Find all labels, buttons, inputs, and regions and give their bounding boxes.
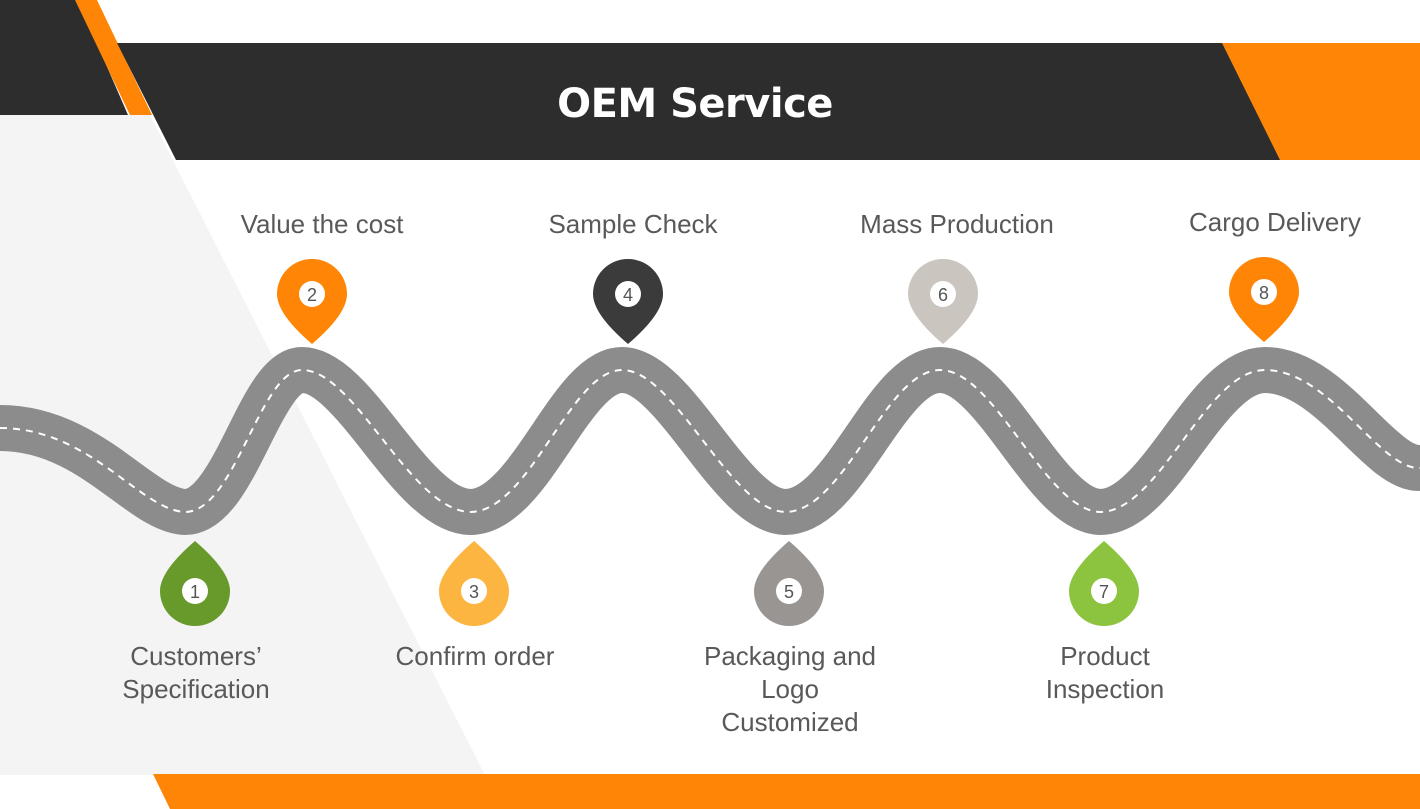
step-number-6: 6 [938, 285, 948, 305]
step-number-2: 2 [307, 285, 317, 305]
title-banner [117, 43, 1282, 160]
step-pin-3-badge [461, 578, 487, 604]
step-number-4: 4 [623, 285, 633, 305]
step-number-8: 8 [1259, 283, 1269, 303]
step-pins: 1 2 3 4 5 6 7 8 [160, 257, 1299, 626]
step-label-7: Product Inspection [1045, 641, 1165, 704]
step-label-1: Customers’ Specification [122, 641, 270, 704]
top-right-orange-accent [1222, 43, 1420, 160]
road-center-dashes [0, 368, 1420, 514]
step-label-2: Value the cost [240, 209, 404, 239]
page-title: OEM Service [557, 81, 833, 127]
step-pin-8-badge [1251, 279, 1277, 305]
step-label-5: Packaging and Logo Customized [703, 641, 877, 737]
step-pin-2-badge [299, 281, 325, 307]
step-label-4: Sample Check [548, 209, 718, 239]
top-left-dark-corner [0, 0, 128, 115]
step-label-8: Cargo Delivery [1189, 207, 1361, 237]
step-pin-7-badge [1091, 578, 1117, 604]
step-number-1: 1 [190, 582, 200, 602]
step-pin-4-badge [615, 281, 641, 307]
bottom-orange-bar [153, 774, 1420, 809]
orange-diagonal-stripe [75, 0, 152, 115]
step-label-6: Mass Production [860, 209, 1054, 239]
step-pin-6-badge [930, 281, 956, 307]
step-pin-5-badge [776, 578, 802, 604]
step-number-3: 3 [469, 582, 479, 602]
step-number-5: 5 [784, 582, 794, 602]
step-number-7: 7 [1099, 582, 1109, 602]
step-pin-1-badge [182, 578, 208, 604]
step-label-3: Confirm order [395, 641, 555, 671]
